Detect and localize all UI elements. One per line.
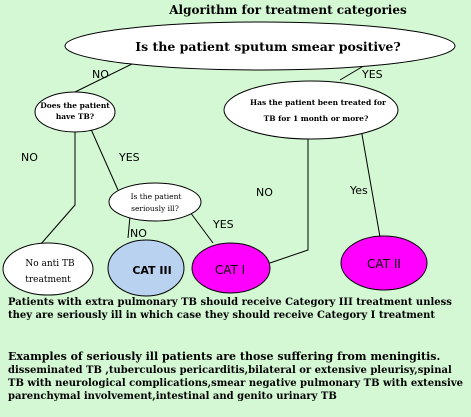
label-yes-treated: Yes — [349, 184, 368, 197]
ellipse-sputum — [64, 21, 456, 71]
edge-ill-to-cat1 — [189, 211, 214, 244]
node-no-anti-tb: No anti TB treatment — [2, 242, 94, 296]
label-cat3: CAT III — [132, 264, 171, 277]
edge-treated-to-cat2 — [359, 122, 381, 238]
connectors — [39, 59, 381, 266]
label-yes-have-tb: YES — [118, 151, 140, 164]
label-yes-ill: YES — [212, 218, 234, 231]
node-seriously-ill: Is the patient seriously ill? — [108, 182, 202, 222]
label-have-tb-2: have TB? — [56, 112, 95, 121]
label-ill-2: seriously ill? — [131, 204, 179, 213]
ellipse-cat3 — [107, 239, 185, 297]
label-no-ill: NO — [130, 227, 147, 240]
label-treated-1: Has the patient been treated for — [250, 98, 387, 107]
note-examples-lead: Examples of seriously ill patients are t… — [8, 350, 441, 363]
ellipse-no-anti-tb — [2, 242, 94, 296]
node-treated: Has the patient been treated for TB for … — [223, 80, 399, 140]
edge-ill-to-cat3 — [127, 215, 131, 239]
node-cat1: CAT I — [191, 242, 271, 294]
label-no-top: NO — [92, 68, 109, 81]
edge-have-tb-to-seriously-ill — [89, 126, 119, 191]
node-cat3: CAT III — [107, 239, 185, 297]
ellipse-have-tb — [34, 91, 116, 133]
label-sputum: Is the patient sputum smear positive? — [135, 39, 400, 54]
label-treated-2: TB for 1 month or more? — [264, 114, 369, 123]
edge-labels: NO YES NO YES NO YES NO Yes — [21, 68, 383, 240]
ellipse-seriously-ill — [108, 182, 202, 222]
ellipse-treated — [223, 80, 399, 140]
label-yes-top: YES — [361, 68, 383, 81]
ellipse-cat1 — [191, 242, 271, 294]
edge-sputum-to-have-tb — [74, 59, 141, 93]
ellipse-cat2 — [340, 235, 428, 291]
node-cat2: CAT II — [340, 235, 428, 291]
label-no-anti-tb-1: No anti TB — [25, 259, 75, 269]
label-have-tb-1: Does the patient — [40, 101, 110, 110]
node-sputum-question: Is the patient sputum smear positive? — [64, 21, 456, 71]
label-no-treated: NO — [256, 186, 273, 199]
label-ill-1: Is the patient — [131, 192, 182, 201]
node-have-tb: Does the patient have TB? — [34, 91, 116, 133]
note-extra-pulmonary: Patients with extra pulmonary TB should … — [8, 297, 452, 321]
label-no-have-tb: NO — [21, 151, 38, 164]
note-seriously-ill-examples: Examples of seriously ill patients are t… — [8, 350, 470, 403]
edge-treated-to-cat1 — [263, 122, 309, 266]
label-cat2: CAT II — [367, 257, 401, 271]
diagram-title: Algorithm for treatment categories — [168, 3, 407, 17]
label-cat1: CAT I — [215, 263, 245, 277]
note-examples-rest: disseminated TB ,tuberculous pericarditi… — [8, 365, 464, 402]
edge-have-tb-to-no-anti-tb — [39, 132, 76, 246]
label-no-anti-tb-2: treatment — [25, 275, 71, 285]
